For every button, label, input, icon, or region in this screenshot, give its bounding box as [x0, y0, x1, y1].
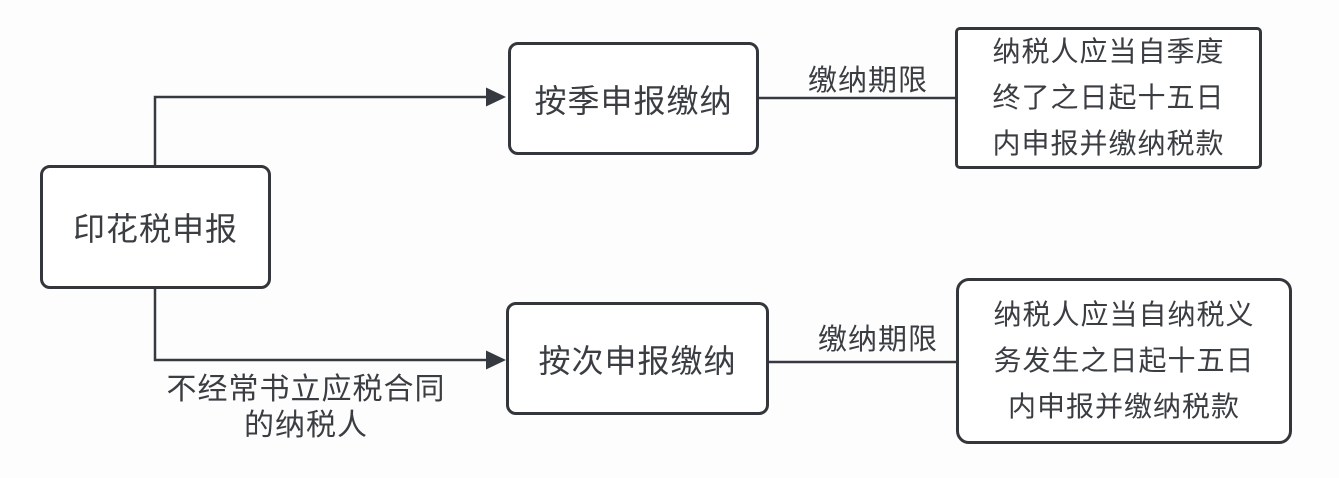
detail-line: 纳税人应当自纳税义: [993, 299, 1255, 330]
node-quarterly-declaration: 按季申报缴纳: [508, 42, 759, 155]
arrow-icon-quarter: [486, 87, 506, 107]
node-quarterly-deadline-detail: 纳税人应当自季度 终了之日起十五日 内申报并缴纳税款: [955, 27, 1262, 169]
branch-condition-label: 不经常书立应税合同 的纳税人: [155, 372, 457, 444]
detail-line: 内申报并缴纳税款: [1007, 391, 1240, 422]
detail-line: 纳税人应当自季度: [992, 36, 1225, 67]
node-quarterly-declaration-label: 按季申报缴纳: [534, 82, 733, 119]
branch-condition-line: 的纳税人: [244, 409, 368, 442]
edge-root-to-percase: [153, 288, 486, 362]
edge-label-payment-deadline-quarter: 缴纳期限: [807, 65, 928, 97]
edge-label-payment-deadline-percase: 缴纳期限: [817, 324, 938, 356]
node-stamp-tax-declaration-label: 印花税申报: [72, 211, 238, 247]
detail-line: 务发生之日起十五日: [993, 345, 1255, 376]
branch-condition-line: 不经常书立应税合同: [166, 373, 446, 406]
detail-line: 内申报并缴纳税款: [992, 128, 1225, 159]
edge-root-to-quarter: [153, 95, 486, 166]
node-per-occurrence-deadline-detail: 纳税人应当自纳税义 务发生之日起十五日 内申报并缴纳税款: [956, 278, 1292, 444]
node-per-occurrence-declaration-label: 按次申报缴纳: [538, 342, 737, 379]
node-per-occurrence-declaration: 按次申报缴纳: [506, 302, 769, 415]
detail-line: 终了之日起十五日: [992, 82, 1225, 113]
arrow-icon-percase: [486, 350, 506, 370]
node-stamp-tax-declaration: 印花税申报: [40, 165, 271, 289]
